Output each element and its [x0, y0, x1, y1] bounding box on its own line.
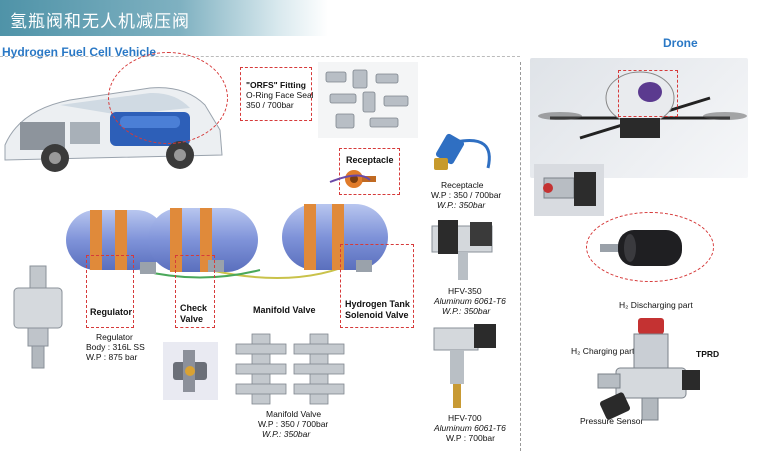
hfv700-caption: HFV-700 Aluminum 6061-T6 W.P : 700bar — [434, 413, 506, 443]
orfs-fitting-box — [240, 67, 312, 121]
receptacle-spec1: W.P : 350 / 700bar — [431, 190, 502, 200]
top-divider — [0, 56, 520, 57]
drone-tank-ellipse — [586, 212, 714, 282]
manifold-name: Manifold Valve — [266, 409, 322, 419]
page-title: 氢瓶阀和无人机减压阀 — [10, 12, 190, 32]
tprd-label: TPRD — [696, 349, 720, 359]
header-bar — [0, 0, 328, 36]
discharging-label: H₂ Discharging part — [619, 300, 693, 310]
receptacle-box-label: Receptacle — [346, 155, 394, 165]
regulator-spec1: Body : 316L SS — [86, 342, 145, 352]
hfv350-spec1: Aluminum 6061-T6 — [434, 296, 506, 306]
receptacle-caption: Receptacle W.P : 350 / 700bar W.P.: 350b… — [431, 180, 501, 210]
hfv700-photo — [433, 324, 496, 408]
orfs-title: "ORFS" Fitting — [246, 80, 306, 90]
hfv350-caption: HFV-350 Aluminum 6061-T6 W.P.: 350bar — [434, 286, 506, 316]
check-valve-box — [175, 255, 215, 328]
hfv700-name: HFV-700 — [448, 413, 482, 423]
regulator-spec2: W.P : 875 bar — [86, 352, 138, 362]
hfv700-spec1: Aluminum 6061-T6 — [434, 423, 506, 433]
tank-highlight-ellipse — [108, 52, 228, 144]
regulator-name: Regulator — [96, 332, 133, 342]
regulator-caption: Regulator Body : 316L SS W.P : 875 bar — [86, 332, 145, 362]
hfv350-photo — [431, 220, 493, 280]
solenoid-valve-box — [340, 244, 414, 328]
drone-photo — [538, 71, 747, 140]
receptacle-name: Receptacle — [441, 180, 484, 190]
regulator-photo — [13, 265, 63, 369]
section-divider — [520, 62, 521, 451]
drone-hydrogen-tank — [600, 230, 682, 266]
drone-valve-assembly — [597, 318, 700, 421]
receptacle-photo — [434, 133, 491, 170]
hfv350-spec2: W.P.: 350bar — [442, 306, 491, 316]
hfv350-name: HFV-350 — [448, 286, 482, 296]
drone-section-title: Drone — [663, 36, 698, 50]
solenoid-valve-label: Hydrogen Tank Solenoid Valve — [345, 299, 410, 320]
orfs-line3: 350 / 700bar — [246, 100, 294, 110]
manifold-valve-label: Manifold Valve — [253, 305, 316, 315]
drone-tank-highlight — [618, 70, 678, 117]
receptacle-spec2: W.P.: 350bar — [437, 200, 486, 210]
manifold-spec1: W.P : 350 / 700bar — [258, 419, 329, 429]
manifold-valve-photo — [235, 333, 345, 405]
check-valve-label: Check Valve — [180, 303, 208, 324]
manifold-caption: Manifold Valve W.P : 350 / 700bar W.P.: … — [258, 409, 328, 439]
pressure-sensor-label: Pressure Sensor — [580, 416, 644, 426]
regulator-box-label: Regulator — [90, 307, 133, 317]
charging-label: H₂ Charging part — [571, 346, 635, 356]
orfs-line2: O-Ring Face Seal — [246, 90, 314, 100]
manifold-spec2: W.P.: 350bar — [262, 429, 311, 439]
orfs-fitting-label: "ORFS" Fitting O-Ring Face Seal 350 / 70… — [246, 80, 314, 110]
drone-regulator-photo — [534, 164, 604, 216]
check-valve-photo — [163, 342, 218, 400]
hfv700-spec2: W.P : 700bar — [446, 433, 495, 443]
fittings-photo — [318, 62, 418, 138]
receptacle-box — [339, 148, 400, 195]
regulator-box — [86, 255, 134, 328]
vehicle-section-title: Hydrogen Fuel Cell Vehicle — [2, 45, 157, 59]
